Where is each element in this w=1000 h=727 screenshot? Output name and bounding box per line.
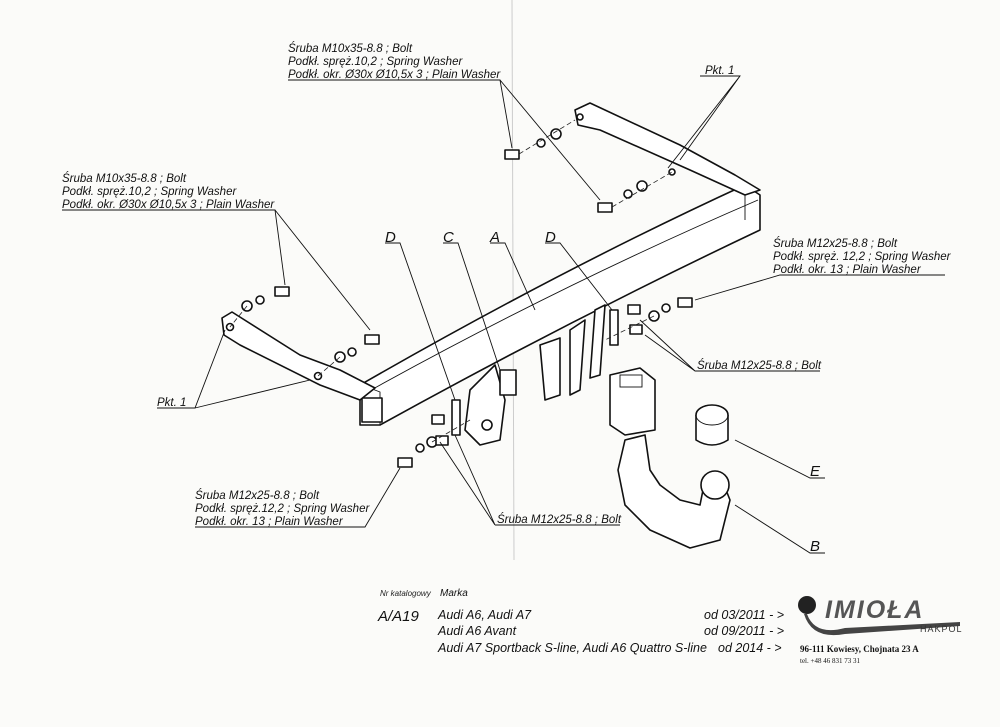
text-labels-top-group-1: Podkł. spręż.10,2 ; Spring Washer [288, 56, 463, 68]
text-company-logo: IMIOŁA [825, 596, 925, 624]
right-side-arm [574, 102, 761, 196]
text-catalog-models-0-from: od 03/2011 - > [704, 608, 784, 622]
text-labels-left-group-2: Podkł. okr. Ø30x Ø10,5x 3 ; Plain Washer [62, 199, 275, 211]
text-company-phone: tel. +48 46 831 73 31 [800, 657, 860, 665]
text-labels-right-group-1: Podkł. spręż. 12,2 ; Spring Washer [773, 251, 952, 263]
clamp-plate-d-right [609, 309, 619, 346]
text-labels-bottom-left-group-0: Śruba M12x25-8.8 ; Bolt [195, 489, 320, 502]
text-catalog-models-1-from: od 09/2011 - > [704, 624, 784, 638]
company-logo: IMIOŁA HAKPOL 96-111 Kowiesy, Chojnata 2… [798, 596, 963, 665]
label-bottom-left-hardware: Śruba M12x25-8.8 ; Bolt Podkł. spręż.12,… [195, 489, 370, 528]
text-labels-right-group-0: Śruba M12x25-8.8 ; Bolt [773, 237, 898, 250]
text-labels-top-group-0: Śruba M10x35-8.8 ; Bolt [288, 42, 413, 55]
fold-line [511, 0, 515, 561]
tow-hook-b [617, 434, 731, 549]
part-letter-a: A [489, 229, 500, 246]
text-labels-bottom-left-group-2: Podkł. okr. 13 ; Plain Washer [195, 516, 344, 528]
label-top-hardware: Śruba M10x35-8.8 ; Bolt Podkł. spręż.10,… [288, 42, 501, 81]
label-right-bolt: Śruba M12x25-8.8 ; Bolt [697, 359, 822, 372]
text-labels-left-group-0: Śruba M10x35-8.8 ; Bolt [62, 172, 187, 185]
text-labels-bottom-left-group-1: Podkł. spręż.12,2 ; Spring Washer [195, 503, 370, 515]
text-catalog-marka-label: Marka [440, 588, 468, 599]
text-company-sub: HAKPOL [920, 624, 963, 634]
leader-lines [62, 75, 945, 554]
clamp-plate-d-left [451, 399, 461, 436]
label-pkt-top: Pkt. 1 [705, 65, 734, 77]
part-letter-e: E [810, 463, 821, 480]
text-catalog-models-2-from: od 2014 - > [718, 641, 782, 655]
text-catalog-models-1-name: Audi A6 Avant [437, 624, 517, 638]
label-pkt-left: Pkt. 1 [157, 397, 186, 409]
text-labels-left-group-1: Podkł. spręż.10,2 ; Spring Washer [62, 186, 237, 198]
part-letter-d-right: D [545, 229, 556, 246]
text-catalog-number: A/A19 [377, 608, 420, 625]
text-catalog-models-0-name: Audi A6, Audi A7 [437, 608, 532, 622]
label-left-hardware: Śruba M10x35-8.8 ; Bolt Podkł. spręż.10,… [62, 172, 275, 211]
text-catalog-nr-label: Nr katalogowy [380, 589, 432, 598]
text-labels-right-group-2: Podkł. okr. 13 ; Plain Washer [773, 264, 922, 276]
part-letter-c: C [443, 229, 454, 246]
text-labels-top-group-2: Podkł. okr. Ø30x Ø10,5x 3 ; Plain Washer [288, 69, 501, 81]
catalog-info: Nr katalogowy Marka A/A19 Audi A6, Audi … [377, 588, 784, 655]
part-letter-b: B [810, 538, 820, 555]
text-catalog-models-2-name: Audi A7 Sportback S-line, Audi A6 Quattr… [437, 641, 707, 655]
part-letter-d-left: D [385, 229, 396, 246]
socket-holder [609, 367, 656, 436]
text-company-address: 96-111 Kowiesy, Chojnata 23 A [800, 644, 919, 654]
label-center-bolt: Śruba M12x25-8.8 ; Bolt [497, 513, 622, 526]
ball-cap-e [695, 404, 729, 446]
label-right-hardware: Śruba M12x25-8.8 ; Bolt Podkł. spręż. 12… [773, 237, 952, 276]
mount-bracket-c [464, 304, 606, 446]
main-crossbeam [359, 184, 761, 426]
